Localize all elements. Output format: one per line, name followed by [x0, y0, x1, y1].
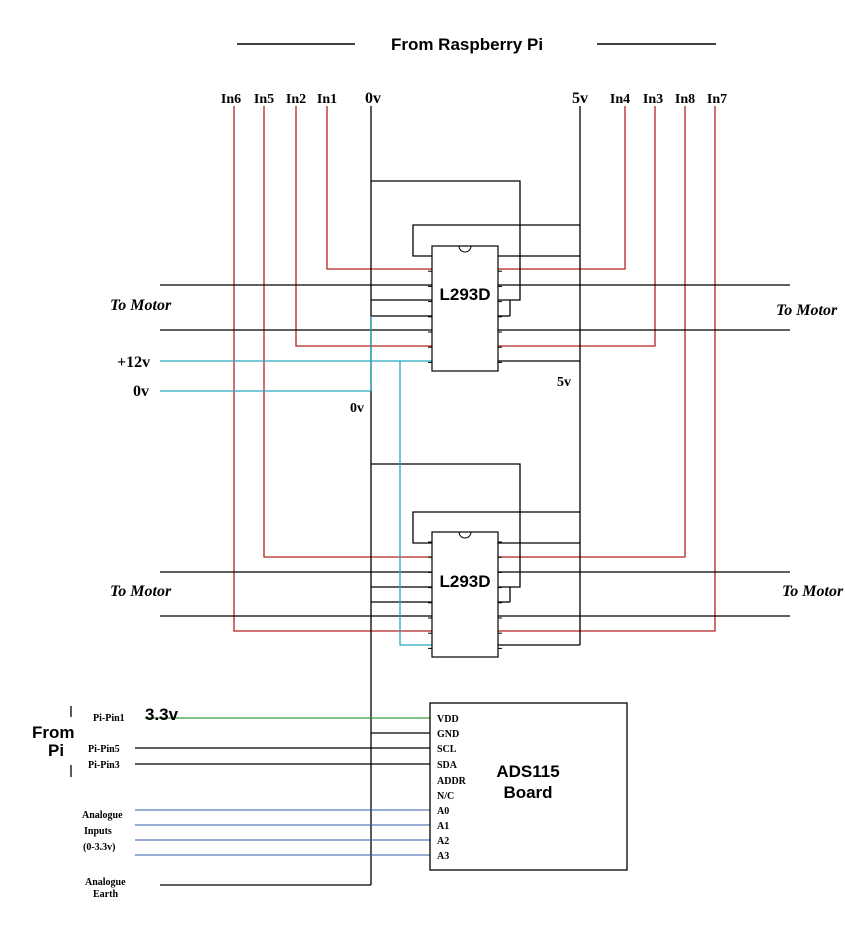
motor-label-1-right: To Motor	[776, 302, 838, 319]
ads-pin-vdd: VDD	[437, 714, 459, 725]
wire-in5	[263, 106, 432, 558]
wire-in3	[498, 106, 656, 347]
chip2-notch	[458, 531, 472, 539]
chip1-label: L293D	[439, 285, 490, 304]
l293d-chip-2: L293D	[431, 531, 499, 658]
label-in4: In4	[610, 92, 630, 107]
label-in5: In5	[254, 92, 274, 107]
ads-pin-a2: A2	[437, 836, 449, 847]
chip-pin-stubs	[428, 255, 502, 649]
supply-12v-chip2	[399, 361, 432, 646]
pi-pin1-label: Pi-Pin1	[93, 713, 125, 724]
ads-board-name-line1: ADS115	[496, 762, 559, 781]
label-5v-top: 5v	[572, 90, 588, 107]
analog-wires	[135, 809, 432, 856]
ads-pin-a3: A3	[437, 851, 449, 862]
motor-label-2-right: To Motor	[782, 583, 844, 600]
motor-label-2-left: To Motor	[110, 583, 172, 600]
label-in8: In8	[675, 92, 695, 107]
chip2-top-loop	[371, 463, 521, 588]
ads-pin-sda: SDA	[437, 760, 458, 771]
input-range-label: (0-3.3v)	[83, 842, 116, 853]
chip1-body	[431, 245, 499, 372]
wire-in8	[498, 106, 686, 558]
inputs-label: Inputs	[84, 826, 112, 837]
l293d-chip-1: L293D	[431, 245, 499, 372]
chip2-body	[431, 531, 499, 658]
ads-board-body	[429, 702, 628, 871]
supply-0v-label: 0v	[133, 383, 149, 400]
ads-pin-addr: ADDR	[437, 776, 467, 787]
ground-0v-label: 0v	[350, 401, 364, 416]
ads-pin-a0: A0	[437, 806, 449, 817]
wire-in1	[326, 106, 432, 270]
v33-label: 3.3v	[145, 705, 179, 724]
five-v-label: 5v	[557, 375, 571, 390]
wire-in7	[498, 106, 716, 632]
ads-pin-nc: N/C	[437, 791, 454, 802]
ads-pin-gnd: GND	[437, 729, 459, 740]
label-in6: In6	[221, 92, 241, 107]
chip1-notch	[458, 245, 472, 253]
label-in3: In3	[643, 92, 663, 107]
label-in2: In2	[286, 92, 306, 107]
pi-pin3-label: Pi-Pin3	[88, 760, 120, 771]
supply-12v-label: +12v	[117, 354, 150, 371]
diagram-title: From Raspberry Pi	[391, 35, 543, 54]
wire-in4	[498, 106, 626, 270]
label-in1: In1	[317, 92, 337, 107]
signal-wires	[233, 106, 716, 632]
chip2-label: L293D	[439, 572, 490, 591]
ads-pin-a1: A1	[437, 821, 449, 832]
chip2-pin1-enable	[412, 511, 580, 544]
motor-label-1-left: To Motor	[110, 297, 172, 314]
analogue-label: Analogue	[82, 810, 123, 821]
analogue-earth-label-2: Earth	[93, 889, 118, 900]
label-in7: In7	[707, 92, 727, 107]
ads-pin-scl: SCL	[437, 744, 457, 755]
label-0v-top: 0v	[365, 90, 381, 107]
from-pi-label-from: From	[32, 723, 75, 742]
wire-in2	[295, 106, 432, 347]
from-pi-label-pi: Pi	[48, 741, 64, 760]
ads-board-name-line2: Board	[503, 783, 552, 802]
chip1-top-loop	[371, 180, 521, 301]
ads-board: ADS115 Board	[429, 702, 628, 871]
power-rails	[70, 106, 790, 886]
supply-wires	[160, 316, 432, 646]
pi-pin5-label: Pi-Pin5	[88, 744, 120, 755]
chip1-pin1-enable	[412, 224, 580, 257]
analogue-earth-label-1: Analogue	[85, 877, 126, 888]
wire-in6	[233, 106, 432, 632]
